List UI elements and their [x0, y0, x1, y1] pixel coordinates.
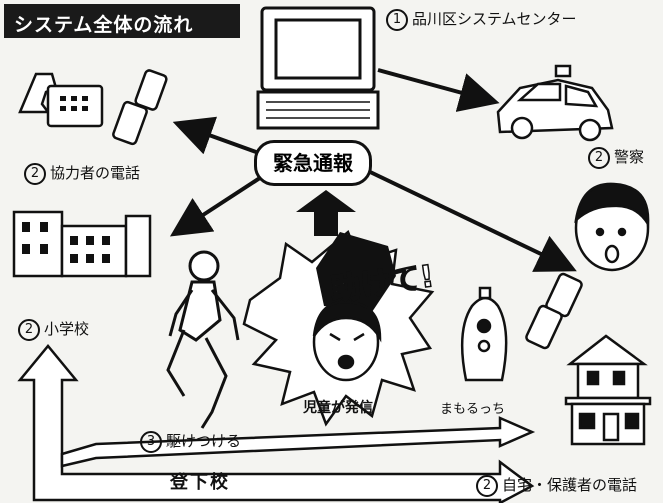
arrow-to-school — [169, 172, 268, 237]
node-center-number: 1 — [386, 8, 408, 31]
node-home-label: 自宅・保護者の電話 — [502, 476, 638, 494]
commute-route-label: 登下校 — [170, 472, 230, 493]
device-label: まもるっち — [440, 402, 506, 417]
diagram-title: システム全体の流れ — [14, 14, 194, 36]
school-building-icon — [12, 210, 152, 278]
node-helpers-number: 2 — [24, 162, 46, 185]
parent-face-icon — [574, 182, 650, 272]
node-home-number: 2 — [476, 474, 498, 497]
parent-phone-icon — [525, 272, 583, 350]
police-car-icon — [496, 64, 614, 142]
running-person-icon — [166, 250, 240, 429]
arrow-to-helpers — [172, 116, 257, 155]
arrow-to-home — [365, 168, 577, 272]
computer-icon — [256, 6, 380, 130]
title-banner: システム全体の流れ — [4, 4, 240, 38]
node-school-number: 2 — [18, 318, 40, 341]
arrow-to-police — [377, 68, 500, 112]
child-sending-label: 児童が発信 — [303, 400, 373, 416]
flip-phone-icon — [112, 69, 168, 146]
node-rush-number: 3 — [140, 430, 162, 453]
mamorucchi-device-icon — [460, 286, 508, 382]
house-icon — [564, 334, 652, 446]
node-police-label: 警察 — [614, 148, 645, 166]
node-center-label: 品川区システムセンター — [412, 10, 577, 28]
desk-phone-icon — [18, 72, 104, 128]
child-face-icon — [312, 300, 382, 382]
emergency-report-hub: 緊急通報 — [254, 140, 372, 186]
node-rush-label: 駆けつける — [166, 432, 242, 450]
node-helpers-label: 協力者の電話 — [50, 164, 141, 182]
up-arrow-icon — [296, 190, 356, 236]
node-school-label: 小学校 — [44, 320, 90, 338]
node-police-number: 2 — [588, 146, 610, 169]
